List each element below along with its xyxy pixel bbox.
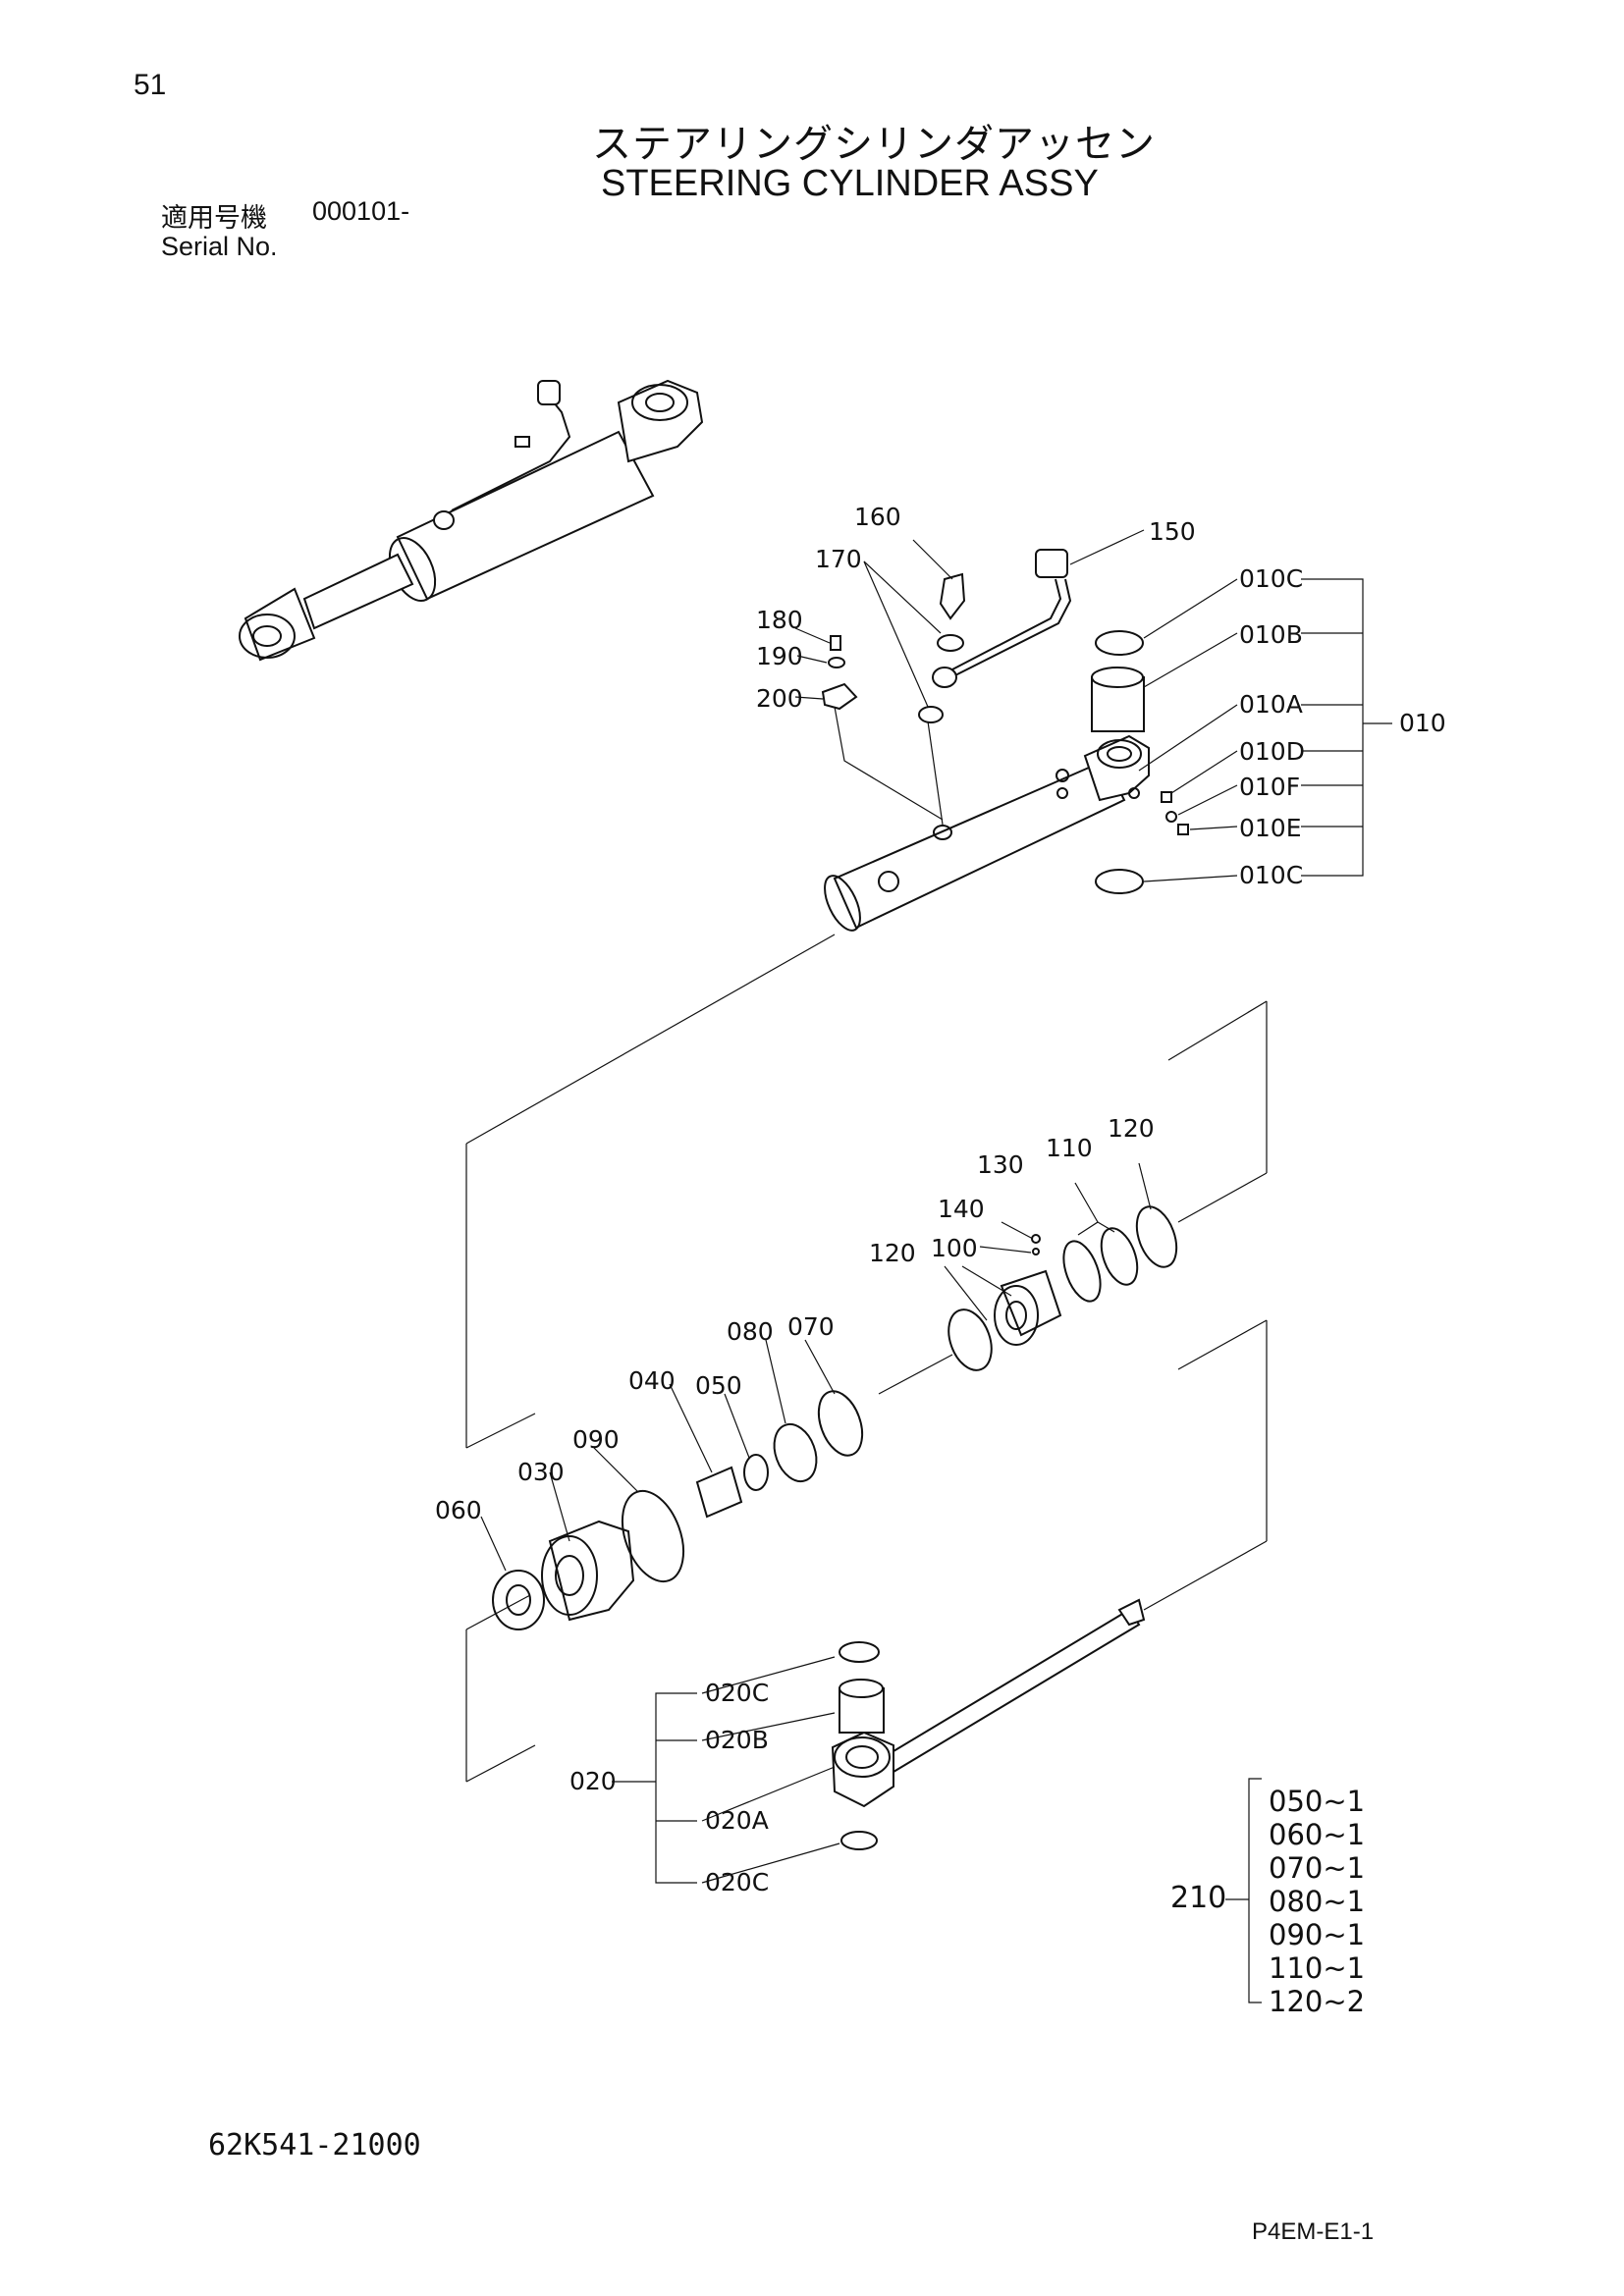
callout-120-left: 120	[869, 1239, 916, 1267]
gland-030	[548, 1520, 635, 1622]
callout-120-right: 120	[1108, 1114, 1155, 1143]
callout-020: 020	[569, 1767, 617, 1795]
callout-010F: 010F	[1239, 773, 1300, 801]
callout-010D: 010D	[1239, 737, 1305, 766]
seal-020C-bottom	[840, 1831, 878, 1850]
ring-050	[743, 1454, 769, 1491]
serial-value: 000101-	[312, 196, 410, 226]
callout-170: 170	[815, 545, 862, 573]
callout-060: 060	[435, 1496, 482, 1524]
ring-080	[773, 1422, 818, 1483]
o-ring-070	[817, 1390, 864, 1457]
kit-item: 070~1	[1269, 1851, 1365, 1885]
callout-180: 180	[756, 606, 803, 634]
seal-010C-bottom	[1095, 869, 1144, 894]
callout-110: 110	[1046, 1134, 1093, 1162]
washer-190	[828, 657, 845, 668]
callout-010E: 010E	[1239, 814, 1302, 842]
page-number: 51	[134, 69, 167, 101]
title-english: STEERING CYLINDER ASSY	[601, 163, 1099, 204]
callout-010C-bottom: 010C	[1239, 861, 1303, 889]
bolt-160	[939, 572, 966, 620]
assembled-cylinder-illustration	[239, 379, 704, 662]
callout-100: 100	[931, 1234, 978, 1262]
ball-140	[1032, 1248, 1040, 1255]
drawing-number: 62K541-21000	[208, 2128, 421, 2163]
plug-010E	[1177, 824, 1189, 835]
clamp-200	[821, 682, 858, 711]
nipple-010D	[1161, 791, 1172, 803]
piston-rod-020A	[831, 1598, 1146, 1808]
kit-item: 120~2	[1269, 1985, 1365, 2018]
pipe-150	[932, 549, 1072, 688]
cylinder-tube-010A	[824, 734, 1150, 932]
ball-130	[1031, 1234, 1041, 1244]
callout-040: 040	[628, 1366, 676, 1395]
serial-label-english: Serial No.	[161, 232, 278, 261]
callout-020A: 020A	[705, 1806, 769, 1835]
callout-190: 190	[756, 642, 803, 670]
bushing-040	[695, 1466, 743, 1519]
ring-120-right	[1135, 1205, 1178, 1268]
callout-020C-top: 020C	[705, 1679, 769, 1707]
kit-item: 080~1	[1269, 1885, 1365, 1918]
callout-090: 090	[572, 1425, 620, 1454]
kit-number: 210	[1170, 1881, 1226, 1915]
title-japanese: ステアリングシリンダアッセン	[592, 122, 1156, 167]
piston-100	[1000, 1269, 1062, 1337]
kit-item: 050~1	[1269, 1785, 1365, 1818]
ring-120-left	[947, 1308, 993, 1371]
page-code: P4EM-E1-1	[1252, 2218, 1375, 2245]
washer-170-upper	[937, 634, 964, 652]
callout-020B: 020B	[705, 1726, 769, 1754]
callout-030: 030	[517, 1458, 565, 1486]
seal-020C-top	[839, 1641, 880, 1663]
callout-160: 160	[854, 503, 901, 531]
o-ring-090	[621, 1489, 685, 1583]
washer-170-lower	[918, 706, 944, 723]
callout-010C-top: 010C	[1239, 564, 1303, 593]
seal-010C-top	[1095, 630, 1144, 656]
kit-item: 090~1	[1269, 1918, 1365, 1951]
callout-010A: 010A	[1239, 690, 1303, 719]
wiper-060	[492, 1570, 545, 1630]
callout-150: 150	[1149, 517, 1196, 546]
kit-item: 060~1	[1269, 1818, 1365, 1851]
kit-item: 110~1	[1269, 1951, 1365, 1985]
ring-010F	[1165, 811, 1177, 823]
callout-140: 140	[938, 1195, 985, 1223]
callout-130: 130	[977, 1150, 1024, 1179]
ring-110-a	[1062, 1240, 1102, 1303]
callout-050: 050	[695, 1371, 742, 1400]
callout-070: 070	[787, 1312, 835, 1341]
callout-020C-bottom: 020C	[705, 1868, 769, 1896]
callout-200: 200	[756, 684, 803, 713]
callout-010B: 010B	[1239, 620, 1303, 649]
repair-kit-210: 210 050~1 060~1 070~1 080~1 090~1 110~1 …	[1170, 1785, 1365, 2018]
screw-180	[830, 635, 841, 651]
serial-label-japanese: 適用号機	[161, 203, 267, 234]
callout-010: 010	[1399, 709, 1446, 737]
callout-080: 080	[727, 1317, 774, 1346]
